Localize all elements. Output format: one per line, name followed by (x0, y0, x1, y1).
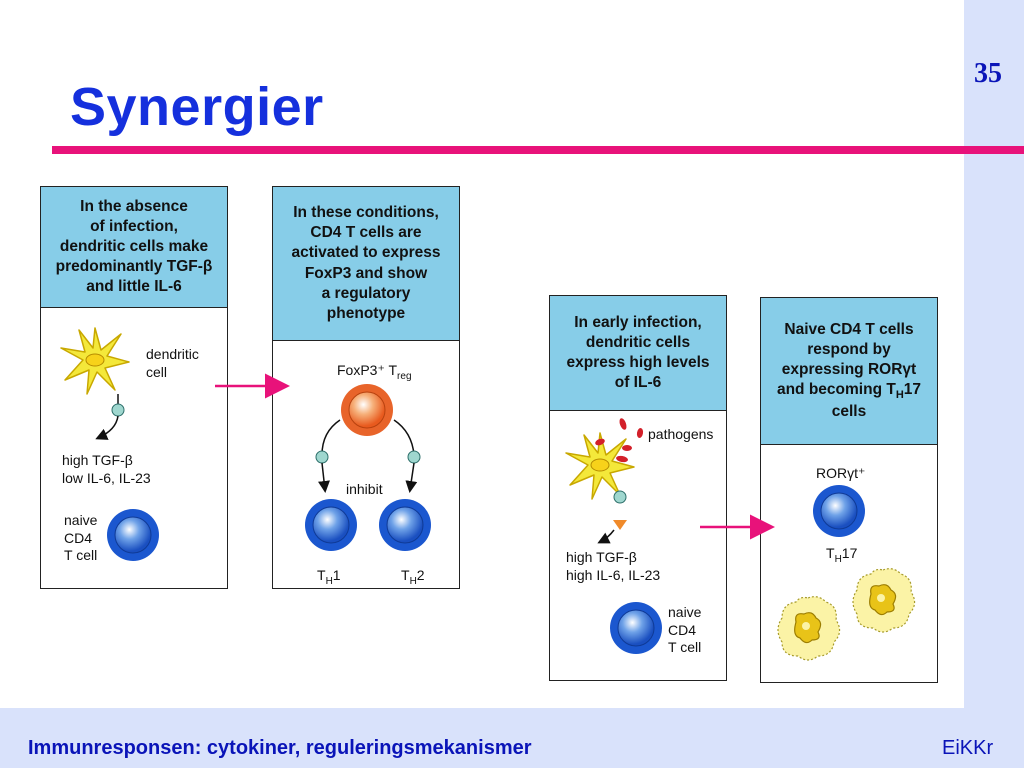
panel-header-text: Naive CD4 T cells respond by expressing … (776, 320, 922, 421)
slide-sidebar (964, 0, 1024, 768)
tcell-label: naive CD4 T cell (64, 512, 98, 563)
cytokine-label: high TGF-β low IL-6, IL-23 (62, 452, 151, 486)
panel-th17: Naive CD4 T cells respond by expressing … (760, 297, 938, 683)
panel-header: In the absence of infection, dendritic c… (41, 187, 227, 308)
panel-header: Naive CD4 T cells respond by expressing … (761, 298, 937, 445)
title-underline (52, 146, 1024, 154)
t-cell-icon (378, 498, 432, 552)
pathogens-label: pathogens (648, 426, 714, 442)
tcell-label: naive CD4 T cell (668, 604, 702, 655)
panel-header-text: In these conditions, CD4 T cells are act… (291, 204, 441, 322)
treg-label: FoxP3⁺ Treg (337, 362, 412, 382)
panel-header-text: In early infection, dendritic cells expr… (566, 313, 710, 392)
panel-header: In early infection, dendritic cells expr… (550, 296, 726, 411)
neutrophil-icon (777, 596, 841, 661)
panel-header-text: In the absence of infection, dendritic c… (55, 197, 213, 296)
dendritic-cell-label: dendritic cell (146, 346, 199, 380)
th2-label: TH2 (401, 567, 425, 587)
th1-label: TH1 (317, 567, 341, 587)
panel-header: In these conditions, CD4 T cells are act… (273, 187, 459, 341)
ror-label: RORγt⁺ (816, 465, 866, 481)
cytokine-label: high TGF-β high IL-6, IL-23 (566, 549, 661, 583)
footer-org: EiKKr (942, 737, 994, 759)
inhibit-label: inhibit (346, 481, 383, 497)
slide-footer (0, 708, 1024, 768)
t-cell-icon (304, 498, 358, 552)
t-cell-icon (812, 484, 866, 538)
footer-title: Immunresponsen: cytokiner, reguleringsme… (28, 737, 532, 759)
pathogen-icon (595, 438, 605, 446)
slide-title: Synergier (70, 77, 324, 137)
neutrophil-icon (852, 568, 916, 633)
t-cell-icon (106, 508, 160, 562)
arrow-icon (95, 415, 119, 440)
page-number: 35 (974, 58, 1002, 89)
t-cell-icon (609, 601, 663, 655)
th17-label: TH17 (826, 545, 858, 565)
dendritic-cell-icon (60, 327, 130, 395)
